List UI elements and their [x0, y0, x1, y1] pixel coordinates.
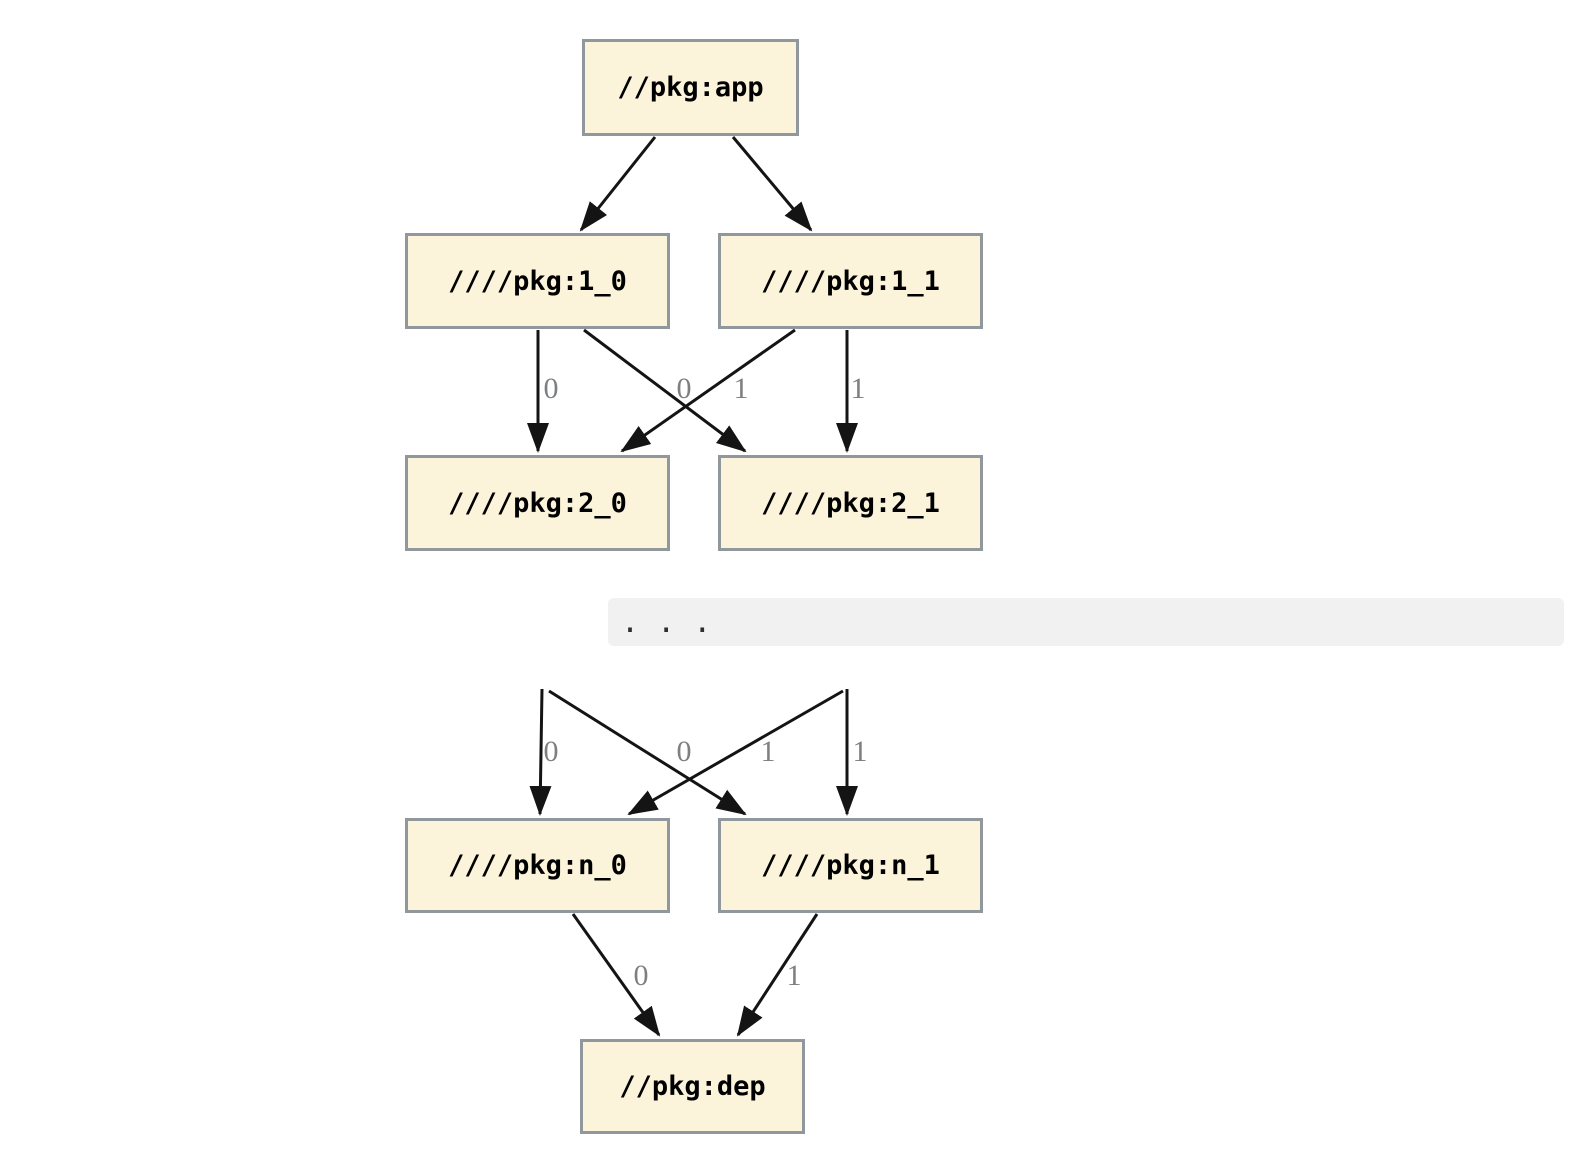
- graph-node-pkg-2_1: ////pkg:2_1: [718, 455, 983, 551]
- edge-label-pkg-n_0-to-pkg-dep: 0: [633, 959, 649, 992]
- graph-node-pkg-dep: //pkg:dep: [580, 1039, 805, 1134]
- node-label-pkg-2_0: ////pkg:2_0: [448, 487, 627, 519]
- edge-label-pkg-1_1-to-pkg-2_1: 1: [850, 372, 866, 405]
- edge-pkg-1_1-to-pkg-2_0: [620, 328, 796, 453]
- edge-ellipsis-to-pkg-n_1: [548, 689, 747, 816]
- edge-pkg-n_1-to-pkg-dep: [736, 913, 819, 1037]
- graph-node-pkg-app: //pkg:app: [582, 39, 799, 136]
- edge-label-ellipsis-to-pkg-n_1: 1: [852, 735, 868, 768]
- graph-node-pkg-n_1: ////pkg:n_1: [718, 818, 983, 913]
- graph-node-pkg-1_0: ////pkg:1_0: [405, 233, 670, 329]
- edge-label-pkg-n_1-to-pkg-dep: 1: [786, 959, 802, 992]
- edge-pkg-1_0-to-pkg-2_1: [583, 328, 747, 453]
- edge-label-ellipsis-to-pkg-n_1: 1: [760, 735, 776, 768]
- node-label-pkg-app: //pkg:app: [617, 72, 764, 103]
- node-label-pkg-1_0: ////pkg:1_0: [448, 265, 627, 297]
- edge-ellipsis-to-pkg-n_0: [529, 688, 552, 816]
- edge-label-pkg-1_0-to-pkg-2_1: 1: [733, 372, 749, 405]
- graph-node-pkg-n_0: ////pkg:n_0: [405, 818, 670, 913]
- ellipsis-code-block: . . .: [608, 598, 1564, 646]
- node-label-pkg-dep: //pkg:dep: [619, 1071, 766, 1102]
- graph-node-pkg-1_1: ////pkg:1_1: [718, 233, 983, 329]
- node-label-pkg-1_1: ////pkg:1_1: [761, 265, 940, 297]
- edge-pkg-app-to-pkg-1_0: [579, 136, 657, 232]
- edge-label-pkg-1_0-to-pkg-2_0: 0: [543, 372, 559, 405]
- edge-label-pkg-1_1-to-pkg-2_0: 0: [676, 372, 692, 405]
- edge-ellipsis-to-pkg-n_0: [627, 689, 844, 816]
- node-label-pkg-2_1: ////pkg:2_1: [761, 487, 940, 519]
- ellipsis-text: . . .: [621, 604, 712, 640]
- node-label-pkg-n_1: ////pkg:n_1: [761, 850, 940, 881]
- edge-pkg-app-to-pkg-1_1: [731, 136, 813, 232]
- edge-label-ellipsis-to-pkg-n_0: 0: [543, 735, 559, 768]
- graph-node-pkg-2_0: ////pkg:2_0: [405, 455, 670, 551]
- node-label-pkg-n_0: ////pkg:n_0: [448, 850, 627, 881]
- edge-label-ellipsis-to-pkg-n_0: 0: [676, 735, 692, 768]
